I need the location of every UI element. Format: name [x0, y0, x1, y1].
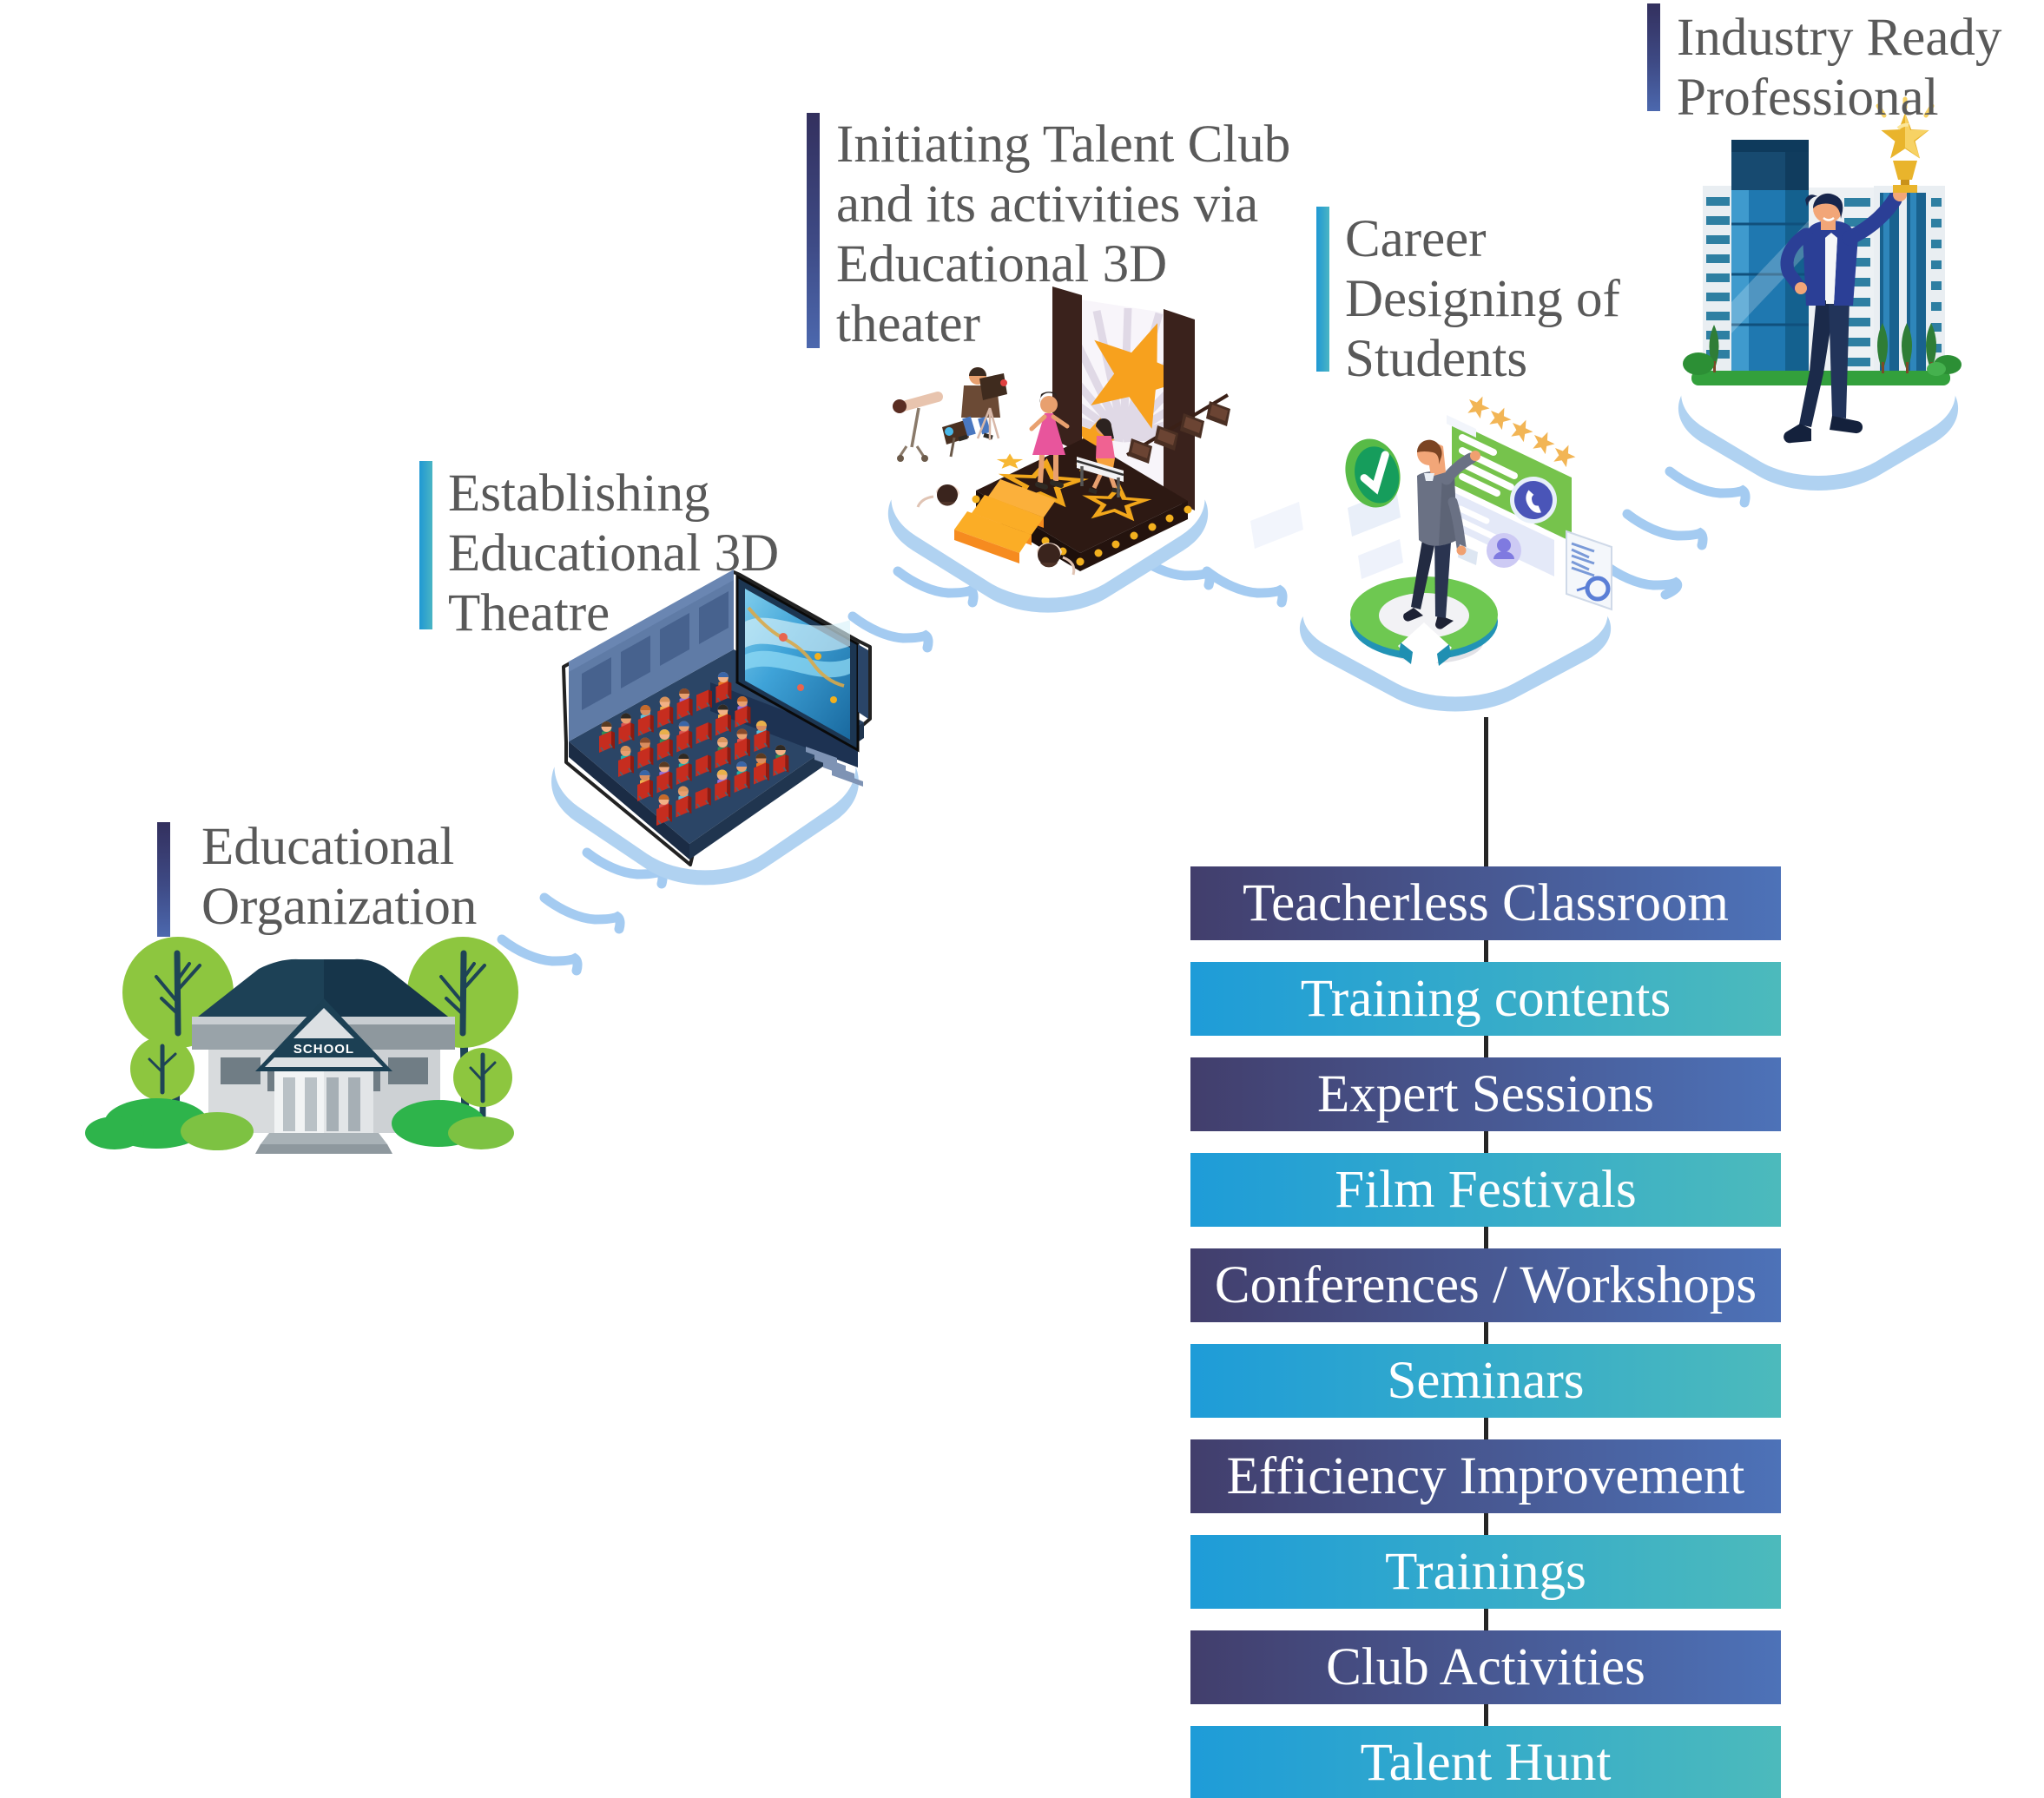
svg-text:SCHOOL: SCHOOL	[293, 1042, 354, 1057]
